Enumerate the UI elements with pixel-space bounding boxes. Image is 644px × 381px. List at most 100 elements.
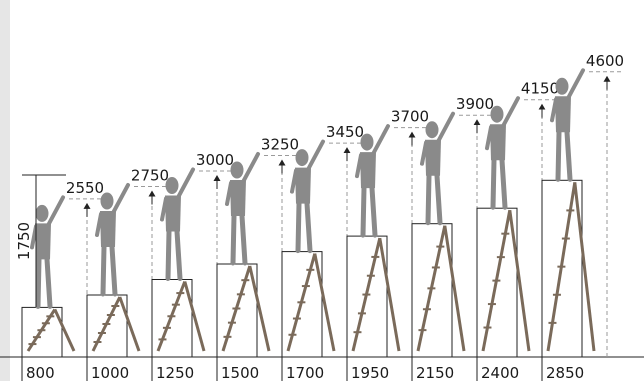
platform-box [86, 294, 128, 358]
person-leg [174, 229, 183, 281]
platform-box [151, 279, 193, 358]
person-leg [304, 201, 313, 254]
ladder-back-leg [183, 281, 206, 352]
person-raised-arm [436, 111, 455, 144]
person-lower-arm [290, 168, 298, 194]
platform-height-label: 1700 [286, 364, 324, 381]
person-torso [555, 96, 571, 133]
person-leg [44, 256, 53, 309]
platform-box [411, 223, 453, 358]
ladder-back-leg [313, 253, 336, 352]
step-6: 3700 1950 [346, 108, 429, 381]
person-head [295, 149, 309, 167]
person-torso [360, 152, 376, 189]
person-leg [490, 157, 497, 210]
person-figure [485, 96, 520, 210]
person-leg [230, 213, 237, 266]
platform-height-label: 1250 [156, 364, 194, 381]
reach-label: 4600 [586, 52, 624, 70]
platform-box [541, 179, 583, 358]
person-torso [295, 167, 311, 204]
person-leg [425, 173, 432, 226]
platform-height-label: 2150 [416, 364, 454, 381]
person-leg [239, 213, 248, 266]
person-figure [160, 167, 195, 281]
ladder-back-leg [53, 308, 76, 352]
person-figure [95, 183, 130, 297]
person-raised-arm [46, 195, 65, 228]
person-figure [225, 152, 260, 266]
person-figure [550, 68, 585, 182]
person-leg [165, 229, 172, 281]
person-lower-arm [485, 125, 493, 151]
person-leg [109, 244, 118, 297]
platform-height-label: 2850 [546, 364, 584, 381]
person-head [165, 177, 179, 194]
ladder-back-leg [378, 237, 401, 352]
person-torso [100, 211, 116, 247]
step-9: 4600 2850 [541, 52, 624, 381]
person-raised-arm [501, 96, 520, 129]
person-leg [564, 129, 573, 182]
platform-box [21, 306, 63, 358]
person-figure [355, 124, 390, 238]
platform-height-label: 800 [26, 364, 55, 381]
reach-label: 3900 [456, 95, 494, 113]
platform-box [476, 207, 518, 358]
person-torso [230, 180, 246, 216]
person-raised-arm [566, 68, 585, 101]
person-leg [499, 157, 508, 210]
person-leg [369, 185, 378, 238]
person-raised-arm [176, 167, 195, 200]
person-height-label: 1750 [15, 222, 33, 260]
person-lower-arm [30, 224, 38, 250]
platform-box [216, 263, 258, 358]
person-head [425, 121, 439, 139]
reach-label: 3450 [326, 123, 364, 141]
person-leg [555, 129, 562, 182]
person-lower-arm [225, 181, 233, 206]
platform-height-label: 1950 [351, 364, 389, 381]
step-4: 3250 1500 [216, 136, 299, 381]
person-head [360, 133, 374, 151]
person-figure [420, 111, 455, 226]
person-figure [290, 139, 325, 254]
person-leg [35, 256, 42, 309]
reach-label: 3700 [391, 108, 429, 126]
person-head [230, 161, 244, 179]
person-leg [360, 185, 367, 238]
person-raised-arm [241, 152, 260, 184]
reach-label: 3250 [261, 136, 299, 154]
ladder-back-leg [573, 182, 596, 352]
ladder-back-leg [443, 225, 466, 352]
person-lower-arm [95, 212, 103, 237]
person-raised-arm [371, 124, 390, 157]
person-leg [434, 173, 443, 226]
person-height-dimension: 1750 [15, 174, 66, 307]
person-torso [165, 195, 181, 232]
reach-label: 3000 [196, 151, 234, 169]
person-leg [100, 244, 107, 297]
person-figure [30, 195, 65, 309]
platform-box [281, 251, 323, 358]
person-head [35, 204, 49, 222]
step-3: 3000 1250 [151, 151, 234, 381]
person-lower-arm [550, 97, 558, 123]
ladder-back-leg [118, 296, 141, 352]
platform-height-label: 1500 [221, 364, 259, 381]
person-raised-arm [111, 183, 130, 215]
person-lower-arm [355, 153, 363, 179]
person-torso [425, 139, 441, 176]
ladder-back-leg [508, 209, 531, 352]
step-7: 3900 2150 [411, 95, 494, 381]
person-raised-arm [306, 139, 325, 172]
person-lower-arm [420, 140, 428, 166]
reach-label: 4150 [521, 80, 559, 98]
person-lower-arm [160, 196, 168, 222]
person-leg [295, 201, 302, 254]
